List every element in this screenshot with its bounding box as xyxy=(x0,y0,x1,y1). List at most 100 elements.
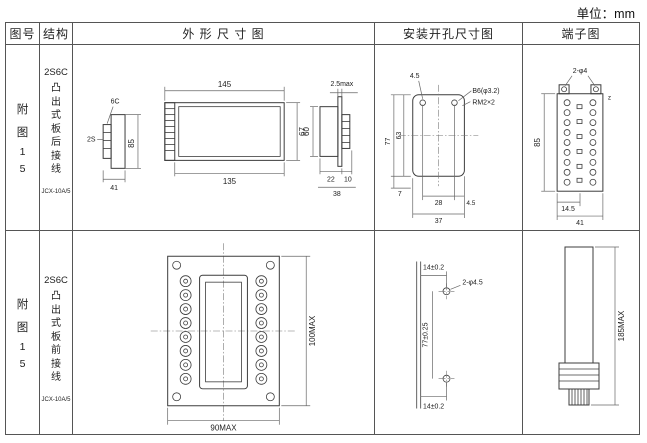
dim-41: 41 xyxy=(110,185,118,192)
dim-85-terminal: 85 xyxy=(533,137,542,146)
dim-41-terminal: 41 xyxy=(576,220,584,227)
row2-install-cell: 14±0.2 2-φ4.5 77±0.25 14±0.2 xyxy=(375,231,523,434)
dim-67: 67 xyxy=(298,127,307,136)
dim-63: 63 xyxy=(396,132,403,140)
dim-2s: 2S xyxy=(87,136,96,143)
terminal-board xyxy=(556,93,604,192)
install-drilling-drawing: 14±0.2 2-φ4.5 77±0.25 14±0.2 xyxy=(416,261,483,410)
header-fig-no: 图号 xyxy=(6,23,40,45)
install-cutout-drawing: 4.5 B6(φ3.2) RM2×2 77 63 7 28 4.5 xyxy=(385,73,500,225)
dim-135: 135 xyxy=(223,177,237,186)
structure-desc-char: 线 xyxy=(51,372,61,383)
row2-terminal-cell: 185MAX xyxy=(523,231,639,434)
fig-char: 图 xyxy=(16,322,29,334)
row2-outline-cell: 100MAX 90MAX xyxy=(73,231,375,434)
terminal-mark-z: z xyxy=(608,95,611,102)
relay-cover xyxy=(199,274,248,390)
hole-spec-label: 2-φ4.5 xyxy=(462,279,482,286)
header-structure: 结构 xyxy=(40,23,73,45)
header-structure-label: 结构 xyxy=(42,27,69,41)
row2-fig-no: 附 图 1 5 xyxy=(6,231,40,434)
structure-desc: 凸 出 式 板 前 接 线 xyxy=(51,290,61,385)
dim-22: 22 xyxy=(327,176,335,183)
mounting-hole-left xyxy=(419,99,426,106)
row1-terminal-cell: 2-φ4 z xyxy=(523,45,639,231)
unit-label: 单位：mm xyxy=(576,7,635,21)
fig-char: 附 xyxy=(16,104,29,116)
relay-base xyxy=(558,362,600,390)
structure-note: JCX-10A/5 xyxy=(41,188,71,195)
structure-desc-char: 后 xyxy=(51,137,61,148)
terminal-screws xyxy=(563,99,597,186)
dim-4-5-bottom: 4.5 xyxy=(466,200,475,207)
dim-77: 77 xyxy=(385,137,392,145)
terminal-side-drawing: 185MAX xyxy=(558,246,626,406)
dim-7: 7 xyxy=(398,191,402,198)
fig-char: 1 xyxy=(19,341,26,353)
relay-profile-view: 2.5max 60 22 10 38 xyxy=(302,81,358,198)
row1-structure: 2S6C 凸 出 式 板 后 接 线 JCX-10A/5 xyxy=(40,45,73,231)
structure-desc-char: 式 xyxy=(51,110,61,121)
screw-terminals-left xyxy=(179,275,192,385)
dim-38: 38 xyxy=(333,191,341,198)
dimension-table: 图号 结构 外 形 尺 寸 图 安装开孔尺寸图 端子图 附 图 1 5 2S6C… xyxy=(5,22,640,435)
structure-desc-char: 线 xyxy=(51,164,61,175)
header-outline: 外 形 尺 寸 图 xyxy=(73,23,375,45)
relay-front-face xyxy=(167,255,280,407)
header-install-label: 安装开孔尺寸图 xyxy=(402,27,494,41)
dim-14-top: 14±0.2 xyxy=(423,264,444,271)
structure-desc-char: 接 xyxy=(51,358,61,370)
row1-fig-no: 附 图 1 5 xyxy=(6,45,40,231)
row2-structure: 2S6C 凸 出 式 板 前 接 线 JCX-10A/5 xyxy=(40,231,73,434)
outline-drawing-front-wiring: 100MAX 90MAX xyxy=(150,243,317,433)
dim-77: 77±0.25 xyxy=(423,322,430,347)
dim-2-phi4: 2-φ4 xyxy=(573,68,588,75)
structure-desc-char: 出 xyxy=(51,96,61,108)
dim-10: 10 xyxy=(344,176,352,183)
structure-note: JCX-10A/5 xyxy=(41,396,71,403)
dim-90max: 90MAX xyxy=(210,424,237,433)
dim-6c: 6C xyxy=(111,99,120,106)
relay-pins xyxy=(568,388,590,406)
structure-desc-char: 式 xyxy=(51,318,61,329)
structure-desc-char: 前 xyxy=(51,345,61,356)
structure-desc-char: 凸 xyxy=(51,291,61,302)
structure-desc-char: 出 xyxy=(51,304,61,316)
row1-outline-cell: 6C 2S 85 41 xyxy=(73,45,375,231)
fig-char: 1 xyxy=(19,146,26,158)
header-install: 安装开孔尺寸图 xyxy=(375,23,523,45)
dim-85: 85 xyxy=(127,138,136,147)
header-terminal: 端子图 xyxy=(523,23,639,45)
dim-28: 28 xyxy=(435,200,443,207)
outline-drawing-rear-wiring: 6C 2S 85 41 xyxy=(87,80,358,198)
header-outline-label: 外 形 尺 寸 图 xyxy=(182,27,265,41)
thread-spec-label: RM2×2 xyxy=(472,100,495,107)
dim-37: 37 xyxy=(435,218,443,225)
dim-4-5-top: 4.5 xyxy=(410,73,420,80)
dim-2-5max: 2.5max xyxy=(330,81,353,88)
relay-side-view: 6C 2S 85 41 xyxy=(87,99,141,192)
dim-100max: 100MAX xyxy=(308,315,317,346)
fig-char: 图 xyxy=(16,127,29,139)
header-terminal-label: 端子图 xyxy=(561,27,601,41)
dim-60: 60 xyxy=(302,127,311,136)
screw-terminals-right xyxy=(255,275,268,385)
fig-char: 5 xyxy=(19,163,26,175)
relay-front-view: 145 135 67 xyxy=(164,80,307,186)
structure-desc-char: 板 xyxy=(51,123,61,135)
structure-desc-char: 板 xyxy=(51,331,61,343)
fig-char: 附 xyxy=(16,299,29,311)
structure-desc: 凸 出 式 板 后 接 线 xyxy=(51,82,61,177)
row1-install-cell: 4.5 B6(φ3.2) RM2×2 77 63 7 28 4.5 xyxy=(375,45,523,231)
header-fig-no-label: 图号 xyxy=(9,27,36,41)
dim-14-bottom: 14±0.2 xyxy=(423,403,444,410)
structure-model: 2S6C xyxy=(44,67,68,78)
structure-model: 2S6C xyxy=(44,275,68,286)
structure-desc-char: 接 xyxy=(51,150,61,162)
dim-145: 145 xyxy=(218,80,232,89)
fig-char: 5 xyxy=(19,358,26,370)
dim-14-5: 14.5 xyxy=(561,206,575,213)
structure-desc-char: 凸 xyxy=(51,83,61,94)
dim-185max: 185MAX xyxy=(617,310,626,341)
